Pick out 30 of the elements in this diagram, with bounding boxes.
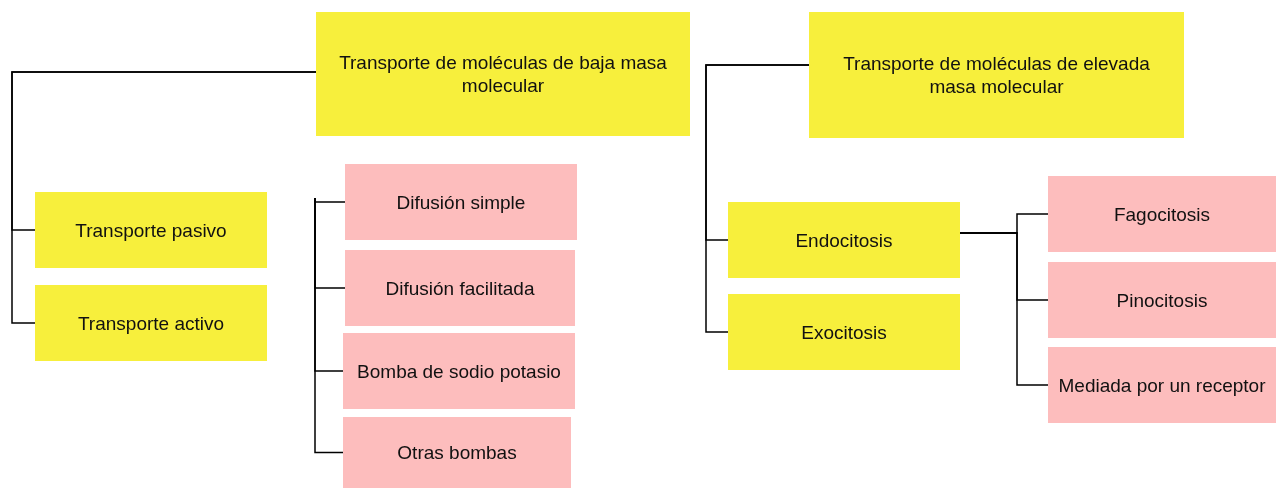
box-label: Transporte pasivo <box>75 218 227 242</box>
box-label: Fagocitosis <box>1113 202 1211 226</box>
subtopic-box <box>343 333 575 409</box>
subtopic-box <box>1048 347 1276 423</box>
connector-line <box>314 197 344 454</box>
subtopic-box <box>345 164 577 240</box>
subtopic-box <box>343 417 571 488</box>
topic-box <box>809 12 1184 138</box>
box-label: Otras bombas <box>397 441 517 464</box>
box-label: Transporte activo <box>77 311 225 335</box>
box-label: Transporte de moléculas de baja masa molecular <box>338 51 668 97</box>
box-label: Difusión simple <box>396 190 526 214</box>
box-label: Transporte de moléculas de elevada masa molecular <box>842 52 1151 98</box>
connector-line <box>705 64 810 333</box>
box-label: Mediada por un receptor <box>1058 373 1266 397</box>
topic-box <box>35 192 267 268</box>
subtopic-box <box>345 250 575 326</box>
topic-box <box>35 285 267 361</box>
box-label: Bomba de sodio potasio <box>357 359 561 383</box>
topic-box <box>728 294 960 370</box>
topic-box <box>728 202 960 278</box>
box-label: Pinocitosis <box>1116 288 1208 312</box>
topic-box <box>316 12 690 136</box>
connector-line <box>959 232 1049 386</box>
box-label: Endocitosis <box>795 228 893 252</box>
subtopic-box <box>1048 176 1276 252</box>
connector-line <box>11 71 317 324</box>
subtopic-box <box>1048 262 1276 338</box>
box-label: Exocitosis <box>801 320 887 344</box>
box-label: Difusión facilitada <box>385 276 535 300</box>
